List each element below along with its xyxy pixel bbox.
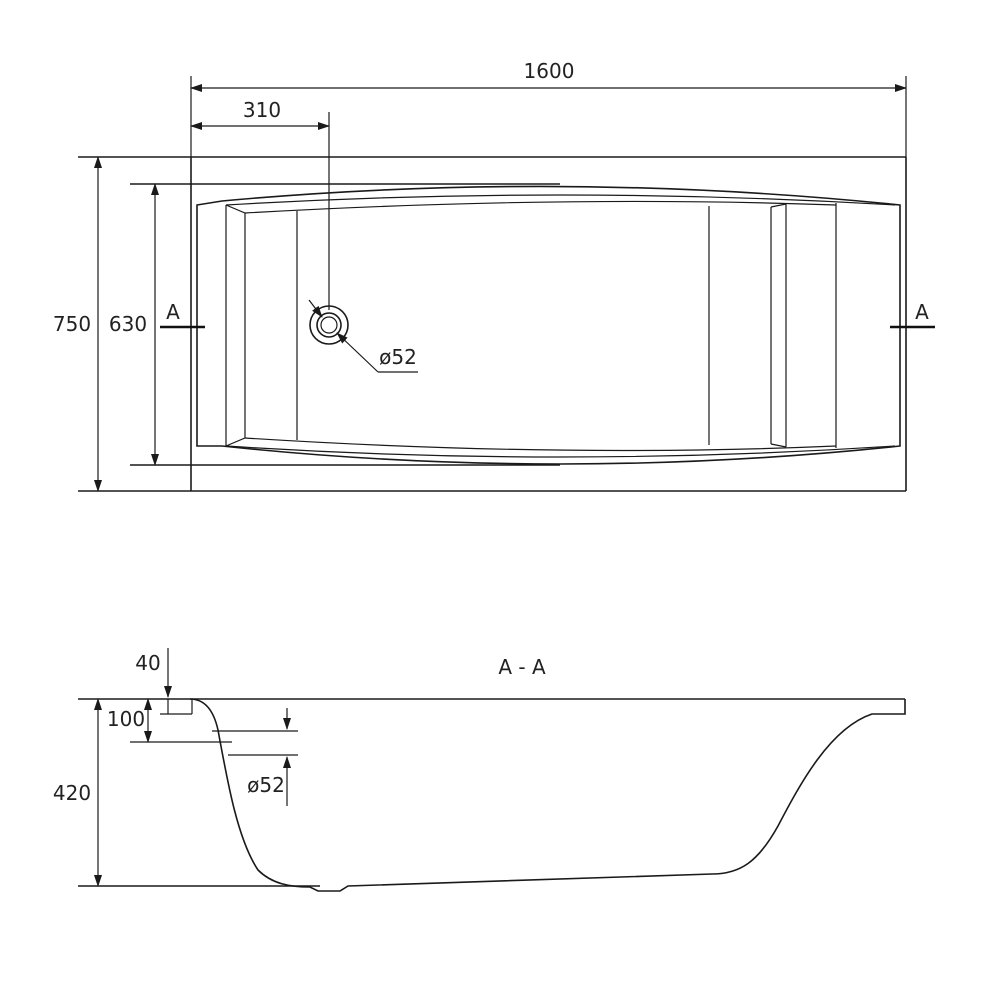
top-view: 1600 310 750 630 ø52 (53, 59, 935, 492)
overflow-label: 100 (107, 707, 145, 731)
drain-diameter-label: ø52 (379, 345, 417, 369)
dimension-height: 420 (53, 698, 102, 887)
drain-offset-label: 310 (243, 98, 281, 122)
overflow-diameter-label: ø52 (247, 773, 285, 797)
height-label: 420 (53, 781, 91, 805)
dimension-overflow-diameter: ø52 (212, 708, 298, 806)
drain-icon: ø52 (308, 299, 418, 373)
dimension-inner-width: 630 (109, 183, 159, 466)
length-label: 1600 (524, 59, 575, 83)
outer-width-label: 750 (53, 312, 91, 336)
section-view: A - A 420 40 100 (53, 648, 906, 892)
section-mark-right: A (890, 300, 935, 329)
inner-width-label: 630 (109, 312, 147, 336)
section-title: A - A (498, 655, 546, 679)
dimension-outer-width: 750 (53, 156, 102, 492)
tub-outline (78, 156, 907, 492)
dimension-rim: 40 (135, 648, 193, 715)
dimension-drain-offset: 310 (190, 98, 330, 310)
section-mark-left: A (160, 300, 205, 329)
rim-label: 40 (135, 651, 160, 675)
section-mark-left-label: A (166, 300, 180, 324)
tub-basin (196, 185, 901, 465)
section-mark-right-label: A (915, 300, 929, 324)
dimension-overflow: 100 (107, 698, 232, 743)
dimension-length: 1600 (190, 59, 907, 157)
tub-profile (189, 698, 906, 892)
